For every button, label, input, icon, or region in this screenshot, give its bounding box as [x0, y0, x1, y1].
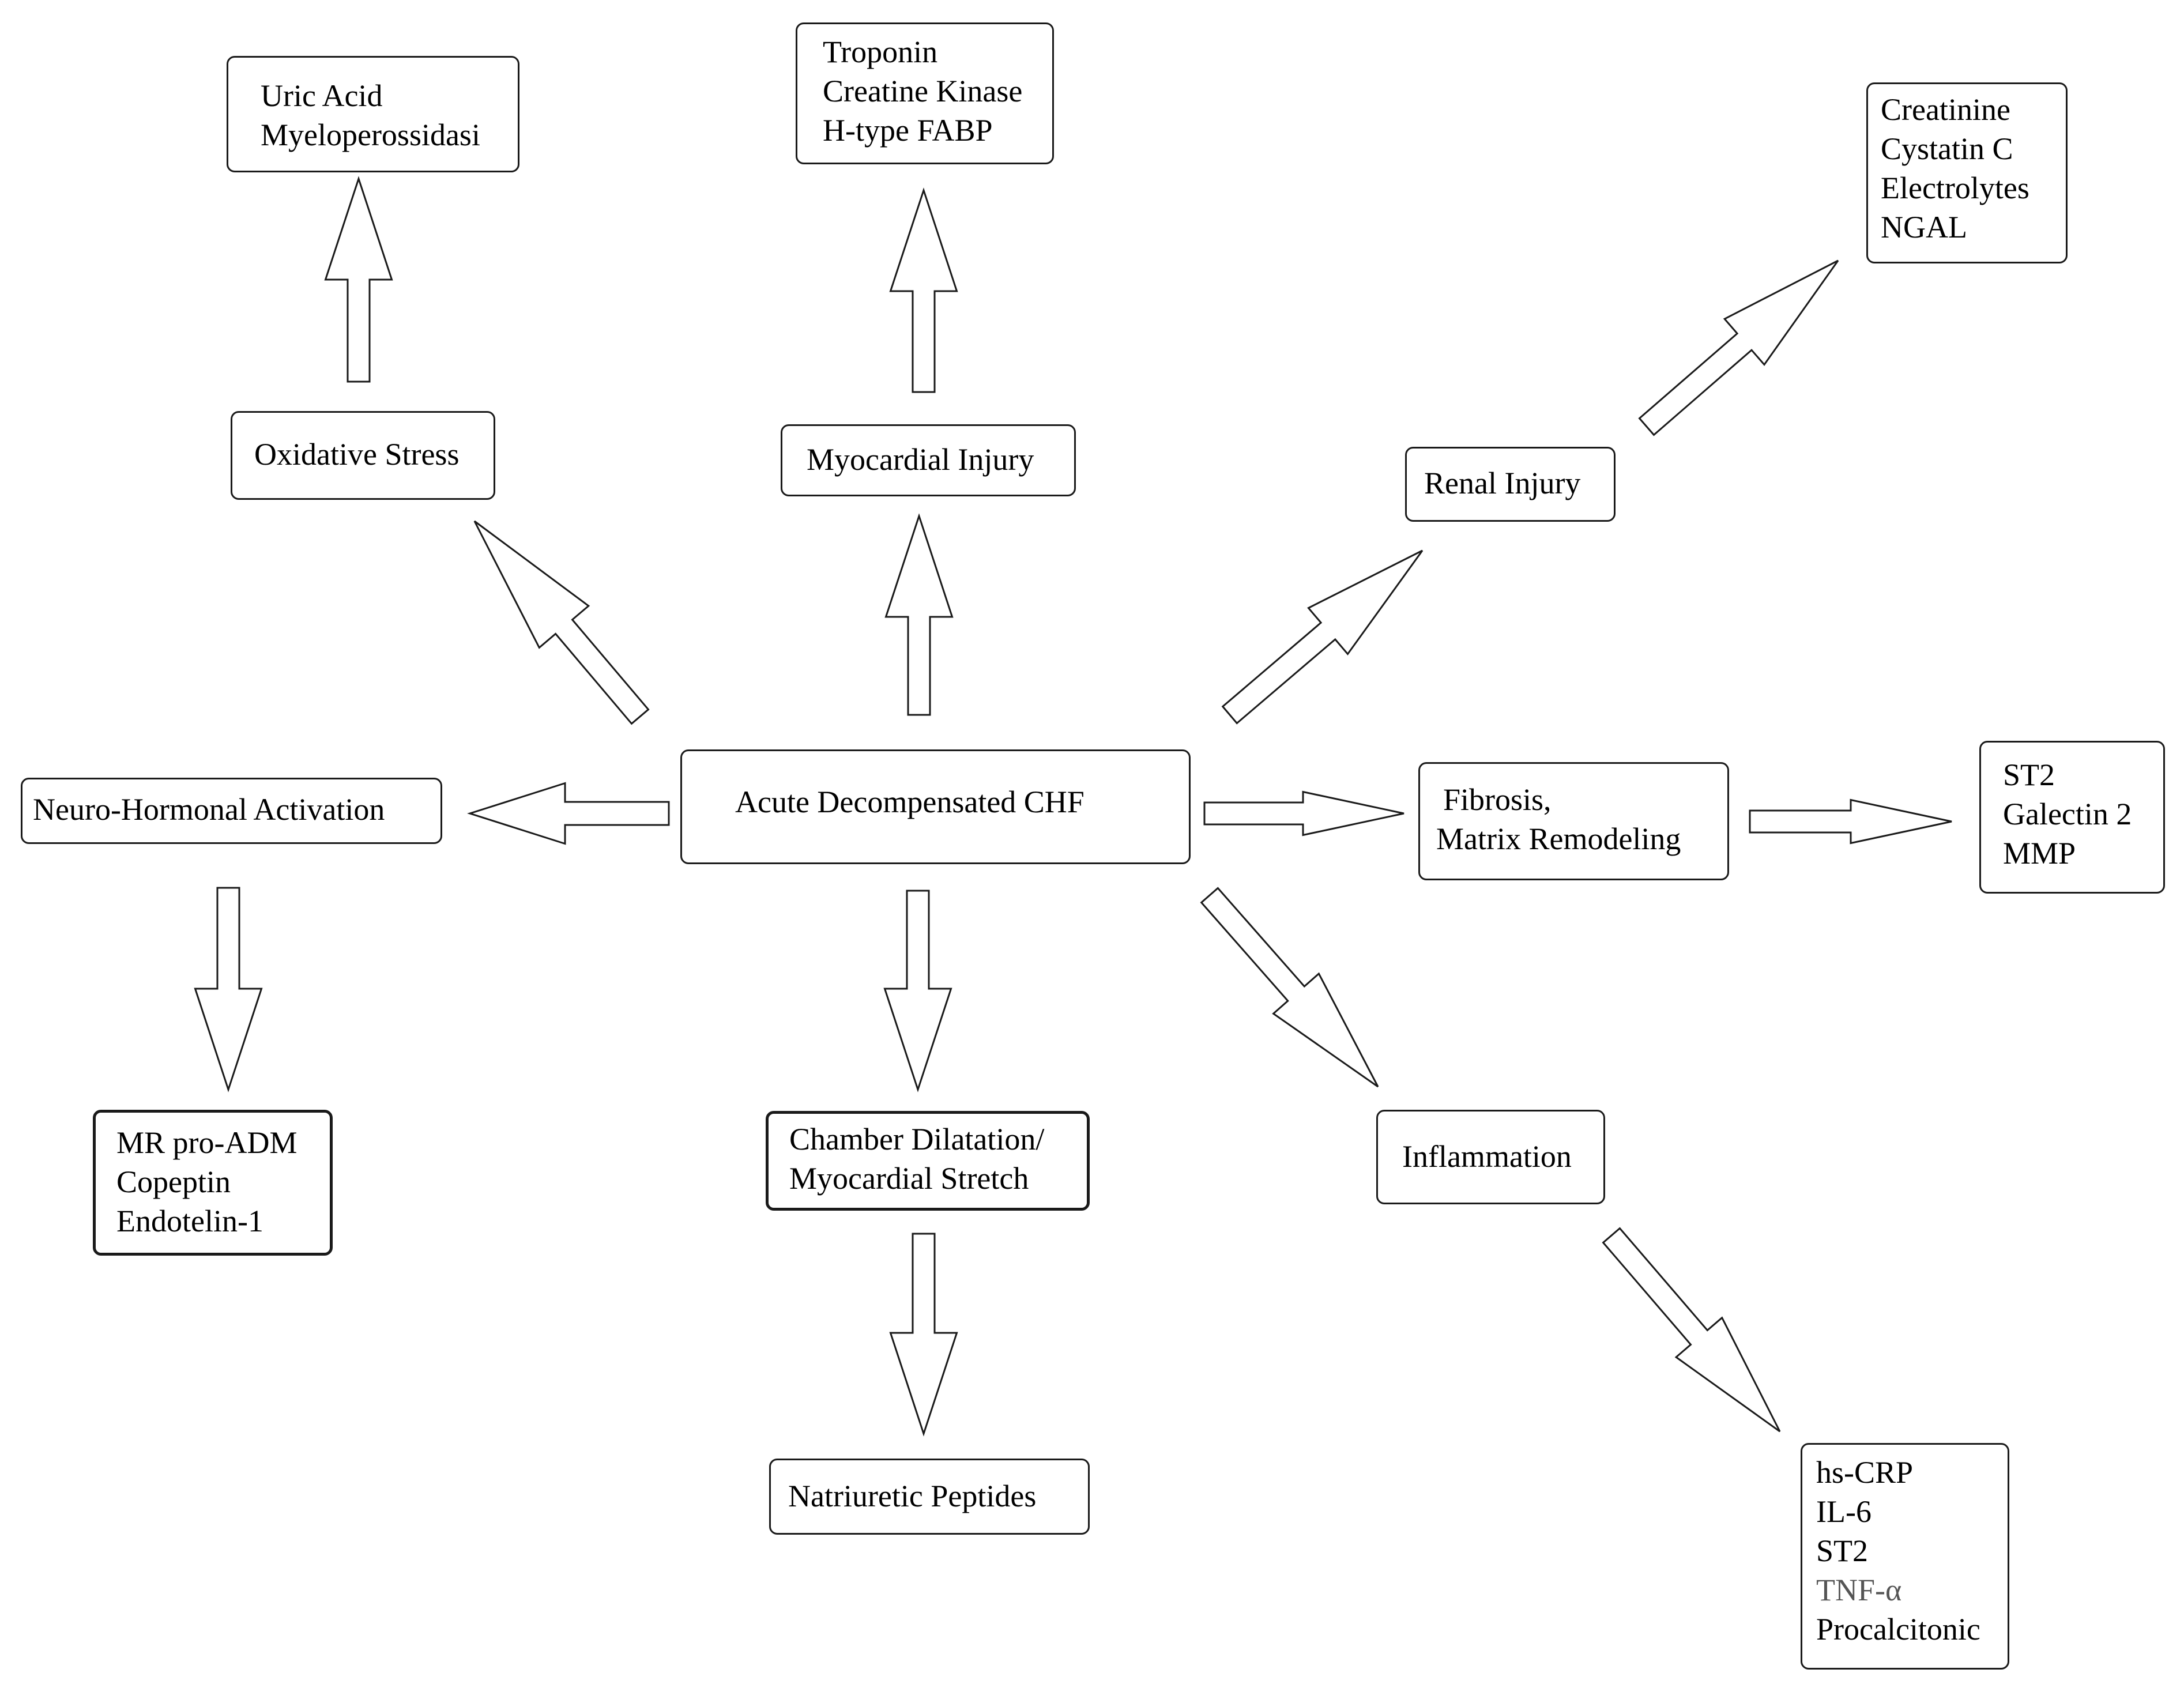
marker-electrolytes: Electrolytes — [1881, 171, 2029, 205]
arrow-chamber-to-natriuretic — [889, 1233, 958, 1437]
marker-mmp: MMP — [2003, 836, 2076, 871]
arrow-center-to-chamber — [883, 890, 952, 1092]
marker-endotelin-1: Endotelin-1 — [116, 1204, 263, 1238]
marker-tnf-alpha: TNF-α — [1816, 1573, 1902, 1607]
renal-injury-markers-box: Creatinine Cystatin C Electrolytes NGAL — [1866, 82, 2068, 263]
marker-creatinine: Creatinine — [1881, 92, 2010, 127]
chamber-dilatation-node: Chamber Dilatation/ Myocardial Stretch — [766, 1111, 1090, 1211]
marker-h-type-fabp: H-type FABP — [823, 113, 993, 148]
marker-mr-pro-adm: MR pro-ADM — [116, 1125, 298, 1160]
arrow-myocardial-injury-to-markers — [889, 187, 958, 393]
fibrosis-matrix-remodeling-node: Fibrosis, Matrix Remodeling — [1418, 762, 1729, 880]
inflammation-markers-box: hs-CRP IL-6 ST2 TNF-α Procalcitonic — [1801, 1443, 2009, 1670]
renal-injury-node: Renal Injury — [1405, 447, 1616, 522]
arrow-oxidative-stress-to-markers — [324, 176, 393, 383]
arrow-center-to-oxidative-stress — [473, 520, 650, 725]
myocardial-injury-node: Myocardial Injury — [781, 424, 1076, 496]
marker-uric-acid: Uric Acid — [261, 78, 383, 113]
marker-galectin-2: Galectin 2 — [2003, 797, 2132, 831]
arrow-center-to-myocardial-injury — [884, 513, 954, 716]
marker-troponin: Troponin — [823, 35, 938, 69]
neurohormonal-activation-label: Neuro-Hormonal Activation — [33, 792, 385, 827]
marker-hs-crp: hs-CRP — [1816, 1455, 1914, 1490]
arrow-neurohormonal-to-markers — [194, 887, 263, 1092]
natriuretic-peptides-box: Natriuretic Peptides — [769, 1459, 1090, 1535]
marker-procalcitonic: Procalcitonic — [1816, 1612, 1980, 1646]
marker-il-6: IL-6 — [1816, 1494, 1872, 1529]
marker-creatine-kinase: Creatine Kinase — [823, 74, 1023, 108]
marker-st2: ST2 — [2003, 758, 2055, 792]
oxidative-stress-node: Oxidative Stress — [231, 411, 495, 500]
marker-cystatin-c: Cystatin C — [1881, 131, 2013, 166]
myocardial-injury-label: Myocardial Injury — [807, 442, 1034, 477]
renal-injury-label: Renal Injury — [1424, 466, 1581, 500]
fibrosis-label-line-2: Matrix Remodeling — [1436, 822, 1681, 856]
center-node-acute-decompensated-chf: Acute Decompensated CHF — [680, 749, 1191, 864]
arrow-fibrosis-to-markers — [1749, 798, 1952, 845]
neurohormonal-markers-box: MR pro-ADM Copeptin Endotelin-1 — [93, 1110, 333, 1256]
marker-copeptin: Copeptin — [116, 1165, 231, 1199]
arrow-center-to-neurohormonal — [467, 782, 670, 845]
fibrosis-label-line-1: Fibrosis, — [1443, 782, 1552, 817]
inflammation-label: Inflammation — [1402, 1139, 1572, 1174]
chamber-label-line-1: Chamber Dilatation/ — [789, 1122, 1045, 1156]
natriuretic-peptides-label: Natriuretic Peptides — [788, 1479, 1037, 1513]
chamber-label-line-2: Myocardial Stretch — [789, 1161, 1029, 1196]
marker-st2: ST2 — [1816, 1533, 1869, 1568]
marker-ngal: NGAL — [1881, 210, 1967, 244]
center-label: Acute Decompensated CHF — [735, 785, 1085, 819]
oxidative-stress-markers-box: Uric Acid Myeloperossidasi — [227, 56, 519, 172]
arrow-inflammation-to-markers — [1602, 1227, 1781, 1433]
fibrosis-markers-box: ST2 Galectin 2 MMP — [1979, 741, 2165, 894]
arrow-center-to-inflammation — [1200, 887, 1379, 1088]
marker-myeloperossidasi: Myeloperossidasi — [261, 118, 480, 152]
arrow-center-to-fibrosis — [1203, 790, 1404, 837]
arrow-renal-injury-to-markers — [1638, 259, 1839, 436]
oxidative-stress-label: Oxidative Stress — [254, 437, 460, 472]
neurohormonal-activation-node: Neuro-Hormonal Activation — [21, 778, 442, 844]
arrow-center-to-renal-injury — [1221, 549, 1424, 725]
myocardial-injury-markers-box: Troponin Creatine Kinase H-type FABP — [796, 22, 1054, 164]
inflammation-node: Inflammation — [1376, 1110, 1605, 1204]
